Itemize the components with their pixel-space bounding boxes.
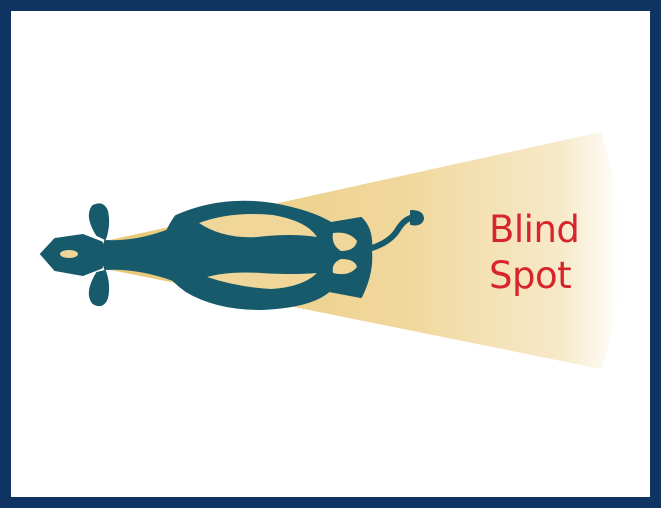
blind-spot-label-line2: Spot — [489, 253, 579, 299]
blind-spot-label: Blind Spot — [489, 207, 579, 299]
blind-spot-label-line1: Blind — [489, 207, 579, 253]
